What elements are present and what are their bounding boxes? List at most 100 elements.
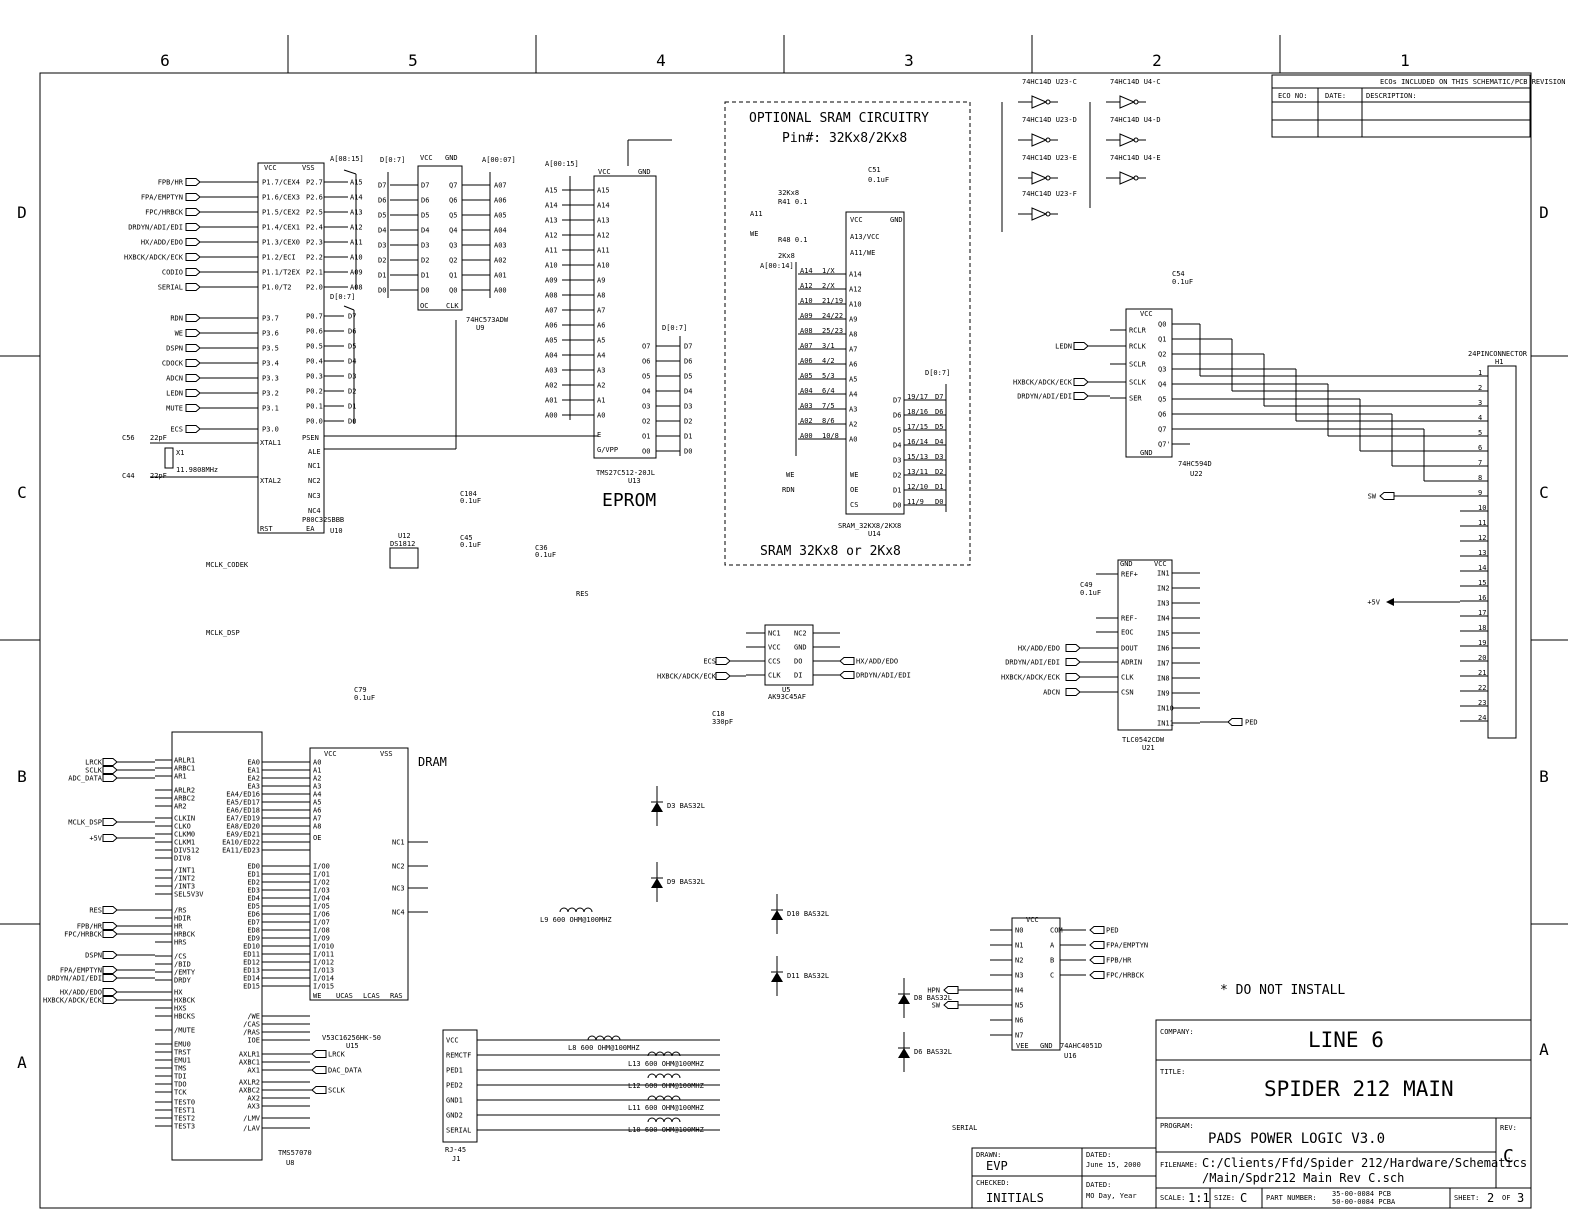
scale-label: SCALE: bbox=[1160, 1194, 1185, 1202]
svg-text:AXLR2: AXLR2 bbox=[239, 1079, 260, 1087]
zone-col-2: 2 bbox=[1152, 51, 1162, 70]
svg-text:ED9: ED9 bbox=[247, 935, 260, 943]
zone-row-c-right: C bbox=[1539, 483, 1549, 502]
svg-text:A0: A0 bbox=[313, 759, 321, 767]
svg-text:GND: GND bbox=[1120, 560, 1133, 568]
svg-text:D0: D0 bbox=[893, 502, 901, 510]
u21-pin-IN1: IN1 bbox=[1157, 570, 1170, 578]
svg-text:A03: A03 bbox=[800, 402, 813, 410]
svg-text:A08: A08 bbox=[800, 327, 813, 335]
u10-p2-pin-7: P2.0 bbox=[306, 284, 323, 292]
u10-p1-pin-4: P1.3/CEX0 bbox=[262, 239, 300, 247]
svg-text:/WE: /WE bbox=[247, 1013, 260, 1021]
u5-pin-CCS: CCS bbox=[768, 658, 781, 666]
svg-text:4/2: 4/2 bbox=[822, 357, 835, 365]
u10-right-pins: P2.7A15P0.7D7P2.6A14P0.6D6P2.5A13P0.5D5P… bbox=[306, 169, 598, 450]
u8-net-4: +5V bbox=[89, 835, 102, 843]
company-label: COMPANY: bbox=[1160, 1028, 1194, 1036]
u5-pin-GND: GND bbox=[794, 644, 807, 652]
svg-text:24PINCONNECTOR: 24PINCONNECTOR bbox=[1468, 350, 1528, 358]
u10-data-2: D5 bbox=[348, 343, 356, 351]
svg-text:15/13: 15/13 bbox=[907, 453, 928, 461]
svg-text:R48 0.1: R48 0.1 bbox=[778, 236, 808, 244]
u16-pin-N1: N1 bbox=[1015, 942, 1023, 950]
u10-net-1: FPA/EMPTYN bbox=[141, 194, 183, 202]
svg-text:TMS27C512-20JL: TMS27C512-20JL bbox=[596, 469, 655, 477]
ferrite-1: L8 600 OHM@100MHZ bbox=[568, 1044, 640, 1052]
u22-pin-Q1: Q1 bbox=[1158, 336, 1166, 344]
svg-text:Q0: Q0 bbox=[449, 287, 457, 295]
part-number-label: PART NUMBER: bbox=[1266, 1194, 1317, 1202]
h1-pin-20: 20 bbox=[1478, 654, 1486, 662]
svg-text:I/O2: I/O2 bbox=[313, 879, 330, 887]
svg-text:A14: A14 bbox=[545, 202, 558, 210]
svg-text:AX1: AX1 bbox=[247, 1067, 260, 1075]
svg-text:TMS: TMS bbox=[174, 1065, 187, 1073]
svg-text:Q6: Q6 bbox=[449, 197, 457, 205]
drawn-label: DRAWN: bbox=[976, 1151, 1001, 1159]
svg-text:A0: A0 bbox=[597, 412, 605, 420]
svg-text:A13: A13 bbox=[597, 217, 610, 225]
part-number-2: 50-00-0084 PCBA bbox=[1332, 1198, 1396, 1206]
dated-label: DATED: bbox=[1086, 1151, 1111, 1159]
u10-net-7: SERIAL bbox=[158, 284, 183, 292]
svg-text:A14: A14 bbox=[597, 202, 610, 210]
svg-text:WE: WE bbox=[850, 471, 858, 479]
zone-row-b-right: B bbox=[1539, 767, 1549, 786]
svg-text:GND: GND bbox=[890, 216, 903, 224]
u10-p2-pin-6: P2.1 bbox=[306, 269, 323, 277]
svg-text:0.1uF: 0.1uF bbox=[1172, 278, 1193, 286]
svg-text:C51: C51 bbox=[868, 166, 881, 174]
u10-data-5: D2 bbox=[348, 388, 356, 396]
company-name: LINE 6 bbox=[1308, 1028, 1384, 1052]
u10-net-10: DSPN bbox=[166, 345, 183, 353]
svg-text:A09: A09 bbox=[545, 277, 558, 285]
svg-text:A4: A4 bbox=[313, 791, 321, 799]
svg-text:I/O6: I/O6 bbox=[313, 911, 330, 919]
h1-pin-3: 3 bbox=[1478, 399, 1482, 407]
u21-pin-IN8: IN8 bbox=[1157, 675, 1170, 683]
svg-text:TEST0: TEST0 bbox=[174, 1099, 195, 1107]
u16-pin-N3: N3 bbox=[1015, 972, 1023, 980]
j1-pin-VCC: VCC bbox=[446, 1037, 459, 1045]
eco-title: ECOs INCLUDED ON THIS SCHEMATIC/PCB REVI… bbox=[1380, 78, 1565, 86]
svg-text:PSEN: PSEN bbox=[302, 434, 319, 442]
inverter-5: 74HC14D U4-D bbox=[1110, 116, 1161, 124]
svg-text:D5: D5 bbox=[378, 212, 386, 220]
h1-pin-6: 6 bbox=[1478, 444, 1482, 452]
u10-p1-pin-9: P3.6 bbox=[262, 330, 279, 338]
svg-text:D6: D6 bbox=[935, 408, 943, 416]
svg-text:A5: A5 bbox=[597, 337, 605, 345]
svg-text:74AHC4051D: 74AHC4051D bbox=[1060, 1042, 1102, 1050]
svg-text:D4: D4 bbox=[421, 227, 429, 235]
svg-text:VCC: VCC bbox=[1026, 916, 1039, 924]
u21-pin-CSN: CSN bbox=[1121, 689, 1134, 697]
u10-net-6: CODIO bbox=[162, 269, 183, 277]
h1-pin-22: 22 bbox=[1478, 684, 1486, 692]
svg-text:D2: D2 bbox=[893, 472, 901, 480]
filename-label: FILENAME: bbox=[1160, 1161, 1198, 1169]
svg-text:/RS: /RS bbox=[174, 907, 187, 915]
svg-text:A9: A9 bbox=[597, 277, 605, 285]
svg-text:5/3: 5/3 bbox=[822, 372, 835, 380]
u8-net-10: DRDYN/ADI/EDI bbox=[47, 975, 102, 983]
svg-text:VCC: VCC bbox=[420, 154, 433, 162]
svg-text:A6: A6 bbox=[597, 322, 605, 330]
svg-text:D1: D1 bbox=[421, 272, 429, 280]
u8-rnet-1: DAC_DATA bbox=[328, 1067, 363, 1075]
svg-text:ED5: ED5 bbox=[247, 903, 260, 911]
h1-pin-13: 13 bbox=[1478, 549, 1486, 557]
diode-0: D3 BAS32L bbox=[667, 802, 705, 810]
svg-text:A12: A12 bbox=[849, 286, 862, 294]
svg-text:/MUTE: /MUTE bbox=[174, 1027, 195, 1035]
svg-text:/EMTY: /EMTY bbox=[174, 969, 196, 977]
u10-net-3: DRDYN/ADI/EDI bbox=[128, 224, 183, 232]
svg-text:A09: A09 bbox=[800, 312, 813, 320]
u10-p1-pin-10: P3.5 bbox=[262, 345, 279, 353]
u8-net-8: DSPN bbox=[85, 952, 102, 960]
svg-text:D6: D6 bbox=[421, 197, 429, 205]
u8-dsp: TMS57070 U8 ARLR1ARBC1AR1ARLR2ARBC2AR2CL… bbox=[43, 731, 363, 1167]
u8-net-12: HXBCK/ADCK/ECK bbox=[43, 997, 103, 1005]
u21-net-ped: PED bbox=[1245, 719, 1258, 727]
